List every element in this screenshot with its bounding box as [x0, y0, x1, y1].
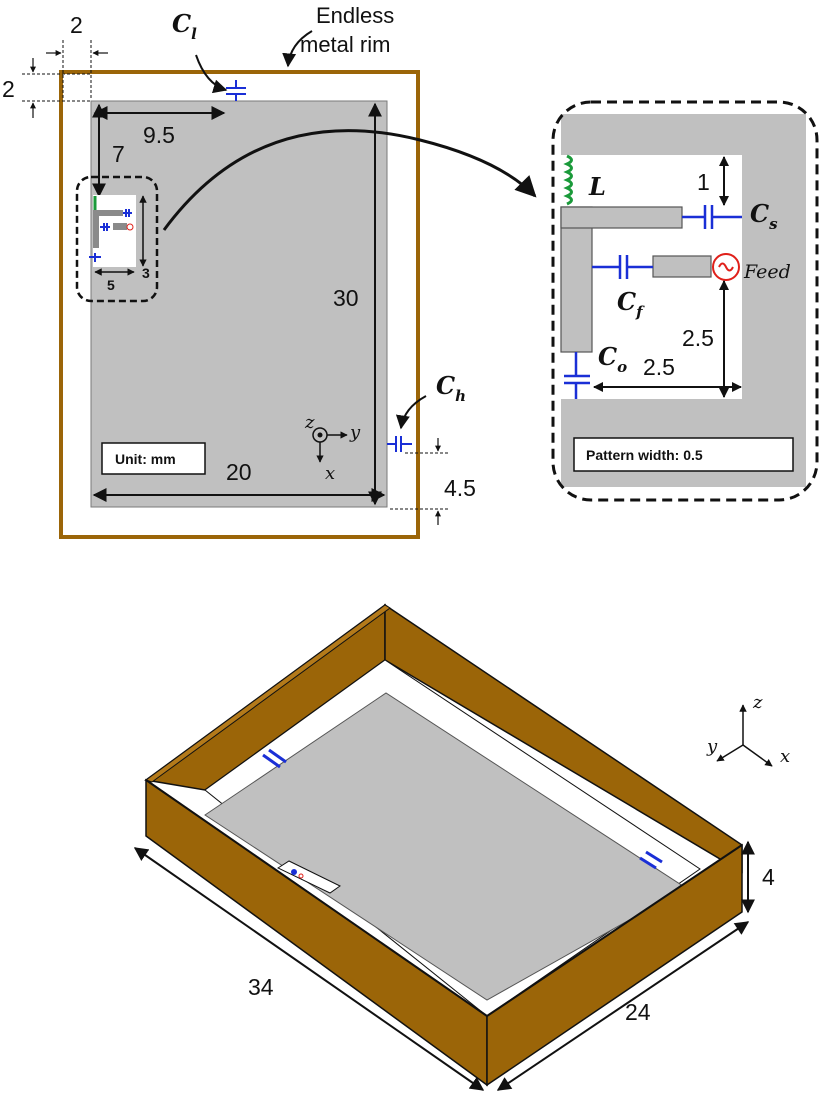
top-axis-z: z: [304, 412, 315, 433]
iso-axis-y: y: [706, 736, 718, 757]
iso-view: 34 24 4 z y x: [133, 603, 790, 1091]
top-view: Endless metal rim Cl 2 2 9.5 7 30 20: [2, 3, 537, 539]
iso-module-capacitor: [291, 869, 297, 875]
rim-pointer-arrow: [282, 30, 313, 68]
iso-axis-z: z: [752, 692, 763, 713]
top-axis-triad: z y x: [304, 412, 361, 484]
dim-length: 34: [248, 974, 274, 1000]
dim-rim-gap-x: 2: [70, 12, 83, 38]
module-feed-port: [126, 223, 134, 231]
dim-width-iso-arrow: [496, 921, 750, 1091]
cap-f-symbol: [592, 255, 653, 279]
dim-module-pos: 7: [112, 141, 125, 167]
rim-back-top-edge: [144, 604, 391, 783]
module-slot: [93, 195, 136, 267]
dim-height-iso: 4: [762, 864, 775, 890]
rim-title-line1: Endless: [316, 3, 394, 28]
cap-s-symbol: [682, 205, 742, 229]
cap-h-pointer-arrow: [395, 395, 427, 430]
pattern-width-box: [573, 437, 794, 472]
pattern-width-label: Pattern width: 0.5: [586, 447, 703, 463]
feed-source-icon: [712, 253, 740, 281]
cap-o-label: Co: [598, 342, 627, 376]
iso-axis-x: x: [780, 746, 790, 767]
detail-outline: [551, 100, 819, 502]
iso-axis-triad: z y x: [706, 692, 790, 767]
cap-h-label: Ch: [436, 371, 466, 405]
dim-module-w: 5: [107, 277, 115, 293]
dim-gap: 1: [697, 169, 710, 195]
dim-ch-pos: 4.5: [444, 475, 476, 501]
dim-rim-gap-y: 2: [2, 76, 15, 102]
cap-l-label: Cl: [172, 9, 197, 43]
dim-feed-y: 2.5: [682, 325, 714, 351]
rim-title-line2: metal rim: [300, 32, 390, 57]
dim-module-h: 3: [142, 265, 150, 281]
detail-view: L Cs Cf Feed Co 1 2.5 2.5: [551, 100, 819, 502]
top-axis-x: x: [325, 463, 335, 484]
unit-box: [101, 442, 206, 475]
zoom-arrow: [162, 129, 537, 231]
metal-rim-outline: [59, 70, 420, 539]
inductor-label: L: [588, 172, 606, 201]
dim-cl-pos: 9.5: [143, 122, 175, 148]
cap-l-pointer-arrow: [195, 54, 228, 94]
inductor-coil: [563, 154, 573, 206]
iso-cap-l: [262, 748, 287, 769]
dim-width: 20: [226, 459, 252, 485]
dim-height: 30: [333, 285, 359, 311]
ground-plane: [90, 100, 388, 508]
feed-label: Feed: [743, 261, 791, 283]
dim-width-iso: 24: [625, 999, 651, 1025]
cap-f-label: Cf: [617, 287, 645, 321]
top-axis-y: y: [349, 422, 361, 443]
module-highlight: [75, 175, 159, 303]
cap-h-symbol: [387, 436, 412, 452]
module-capacitors: [89, 209, 132, 262]
detail-feed-block: [652, 255, 712, 278]
module-arm-horizontal: [93, 210, 123, 216]
unit-label: Unit: mm: [115, 451, 176, 467]
iso-cap-h: [639, 850, 663, 870]
module-feed-block: [113, 223, 127, 230]
cap-o-symbol: [564, 352, 590, 399]
dim-length-arrow: [133, 847, 485, 1091]
module-arm-vertical: [93, 210, 99, 248]
detail-arm-horizontal: [560, 206, 683, 229]
cap-s-label: Cs: [750, 199, 778, 233]
dim-feed-x: 2.5: [643, 354, 675, 380]
cap-l-symbol: [226, 80, 246, 101]
detail-arm-vertical: [560, 206, 593, 353]
